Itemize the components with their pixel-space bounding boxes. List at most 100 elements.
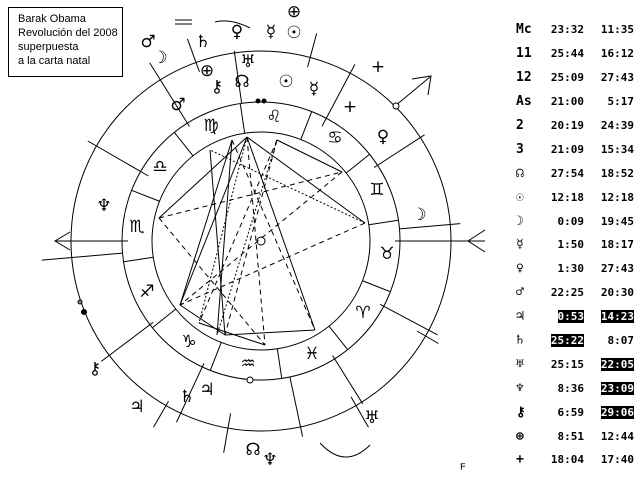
natal-value: 6:59 [557, 405, 585, 419]
row-label: ☿ [516, 237, 524, 253]
row-label: Mc [516, 22, 532, 38]
house-cusp-line [350, 396, 369, 428]
natal-value: 25:22 [550, 334, 584, 348]
transit-value: 27:43 [600, 71, 634, 85]
sign-boundary-line [173, 132, 194, 157]
transit-value: 19:45 [600, 214, 634, 228]
house-cusp-line [416, 330, 439, 344]
natal-value: 25:44 [550, 47, 584, 61]
aspect-line [179, 304, 226, 336]
transit-value: 15:34 [600, 142, 634, 156]
house-cusp-line [373, 134, 425, 168]
natal-value: 1:30 [557, 262, 585, 276]
transit-value: 5:17 [607, 95, 635, 109]
natal-value: 27:54 [550, 166, 584, 180]
house-cusp-line [233, 50, 243, 104]
natal-value: 0:53 [557, 310, 584, 324]
aspect-line [216, 139, 278, 336]
transit-planet-glyph: ♀ [231, 22, 243, 42]
aspect-line [216, 139, 233, 336]
aspect-line [246, 136, 366, 224]
sign-boundary-line [345, 153, 370, 174]
sign-boundary-line [276, 348, 283, 379]
house-cusp-line [289, 376, 304, 437]
natal-value: 25:09 [550, 71, 584, 85]
aspect-lines [158, 136, 366, 346]
aspect-line [224, 139, 278, 336]
row-label: ♃ [516, 309, 524, 325]
transit-planet-glyph: ♄ [195, 32, 210, 52]
aspect-line [179, 171, 343, 306]
zodiac-sign-glyph: ♐ [139, 282, 154, 302]
natal-value: 18:04 [550, 453, 584, 467]
transit-value: 27:43 [600, 262, 634, 276]
house-cusp-line [153, 400, 169, 428]
row-label: As [516, 94, 532, 110]
natal-value: 25:15 [550, 357, 584, 371]
aspect-line [158, 217, 266, 346]
mc-marker [392, 102, 400, 110]
aspect-line [231, 139, 316, 331]
table-row: ♄ 25:22 8:07 [516, 329, 636, 353]
natal-planet-glyph: ♅ [240, 52, 255, 72]
ascendant-arrow [54, 231, 71, 251]
transit-planet-glyph: + [371, 57, 385, 77]
title-line: Revolución del 2008 [18, 27, 118, 39]
aspect-line [224, 329, 316, 336]
transit-value: 29:06 [600, 405, 634, 419]
natal-planet-glyph: ☿ [309, 79, 319, 99]
row-label: ♆ [516, 380, 524, 396]
sign-boundary-line [152, 308, 177, 329]
zodiac-sign-glyph: ♌ [266, 107, 281, 127]
house-cusp-line [100, 321, 154, 362]
natal-value: 8:36 [557, 381, 585, 395]
table-row: ☽ 0:09 19:45 [516, 209, 636, 233]
house-cusp-line [176, 363, 205, 423]
transit-value: 8:07 [607, 334, 635, 348]
transit-value: 18:52 [600, 166, 634, 180]
natal-value: 0:09 [557, 214, 585, 228]
natal-planet-glyph: ⊕ [200, 61, 214, 81]
natal-value: 8:51 [557, 429, 585, 443]
zodiac-sign-glyph: ♎ [152, 157, 167, 177]
row-label: 12 [516, 70, 532, 86]
row-label: 3 [516, 141, 524, 157]
transit-value: 20:30 [600, 286, 634, 300]
zodiac-sign-glyph: ♉ [379, 244, 394, 264]
natal-planet-glyph: ♅ [364, 408, 379, 428]
title-line: a la carta natal [18, 55, 91, 67]
row-label: ♄ [516, 333, 524, 349]
chart-title-box: Barak Obama Revolución del 2008 superpue… [8, 7, 123, 77]
row-label: ♅ [516, 356, 524, 372]
sign-boundary-line [123, 256, 154, 263]
natal-planet-glyph: ♀ [377, 127, 389, 147]
aspect-line [209, 149, 366, 224]
point-marker [261, 98, 267, 104]
natal-value: 1:50 [557, 238, 585, 252]
transit-value: 22:05 [600, 357, 634, 371]
natal-planet-glyph: ☊ [245, 440, 260, 460]
transit-value: 18:17 [600, 238, 634, 252]
transit-planet-glyph: ☽ [152, 48, 167, 68]
sign-boundary-line [131, 189, 160, 202]
house-cusp-line [149, 62, 190, 127]
zodiac-inner-circle [151, 131, 371, 351]
row-label: ☽ [516, 213, 524, 229]
transit-value: 16:12 [600, 47, 634, 61]
row-label: ⊕ [516, 428, 524, 444]
mc-axis [394, 76, 431, 107]
aspect-line [198, 322, 266, 346]
sign-boundary-line [300, 111, 313, 140]
aspect-line [179, 139, 233, 306]
transit-planet-glyph: ☿ [266, 22, 276, 42]
transit-value: 12:18 [600, 190, 634, 204]
